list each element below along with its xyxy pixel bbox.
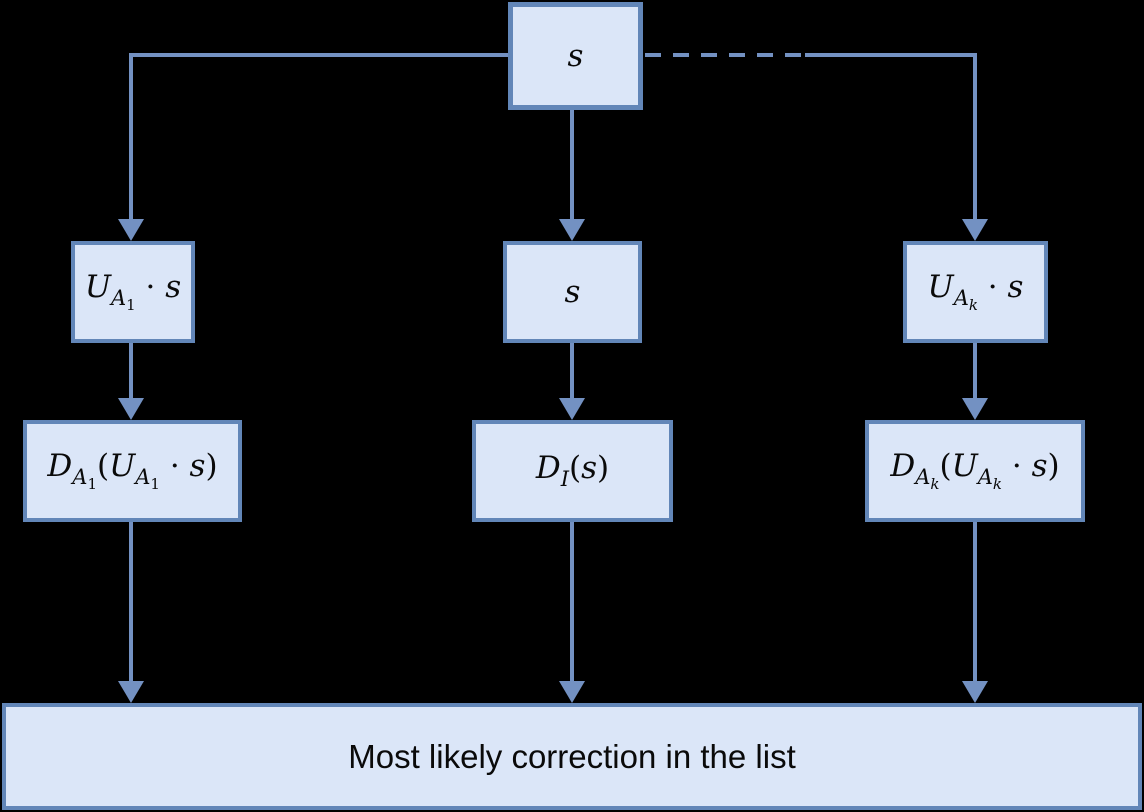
connector-left-horizontal	[129, 53, 512, 57]
arrowhead-into-s-identity	[559, 219, 585, 241]
node-d-i-decoded-label: DI(s)	[535, 449, 610, 491]
node-d-ak-decoded-label: DAk(UAk · s)	[890, 447, 1060, 493]
node-s-identity-label: s	[564, 273, 581, 310]
node-d-a1-decoded-label: DA1(UA1 · s)	[47, 447, 218, 493]
node-result: Most likely correction in the list	[2, 703, 1142, 810]
arrowhead-into-u-ak	[962, 219, 988, 241]
node-d-a1-decoded: DA1(UA1 · s)	[23, 420, 242, 522]
node-source-s: s	[508, 2, 643, 110]
node-d-i-decoded: DI(s)	[472, 420, 673, 522]
node-u-a1-times-s: UA1 · s	[71, 241, 195, 343]
connector-u-ak-to-d-ak	[973, 341, 977, 400]
arrowhead-into-d-i	[559, 398, 585, 420]
node-source-s-label: s	[567, 37, 584, 74]
node-u-ak-times-s: UAk · s	[903, 241, 1048, 343]
connector-right-dashed	[645, 53, 805, 57]
arrowhead-left-into-result	[118, 681, 144, 703]
node-result-label: Most likely correction in the list	[348, 738, 796, 775]
node-u-ak-times-s-label: UAk · s	[927, 268, 1024, 314]
arrowhead-into-u-a1	[118, 219, 144, 241]
arrowhead-into-d-a1	[118, 398, 144, 420]
connector-d-ak-to-result	[973, 520, 977, 683]
connector-d-i-to-result	[570, 520, 574, 683]
arrowhead-middle-into-result	[559, 681, 585, 703]
connector-middle-vertical	[570, 108, 574, 221]
node-s-identity: s	[503, 241, 642, 343]
connector-right-vertical	[973, 53, 977, 221]
node-d-ak-decoded: DAk(UAk · s)	[865, 420, 1085, 522]
connector-u-a1-to-d-a1	[129, 341, 133, 400]
connector-left-vertical	[129, 53, 133, 221]
arrowhead-into-d-ak	[962, 398, 988, 420]
connector-s-to-d-i	[570, 341, 574, 400]
connector-d-a1-to-result	[129, 520, 133, 683]
connector-right-horizontal	[805, 53, 977, 57]
node-u-a1-times-s-label: UA1 · s	[84, 268, 182, 314]
arrowhead-right-into-result	[962, 681, 988, 703]
